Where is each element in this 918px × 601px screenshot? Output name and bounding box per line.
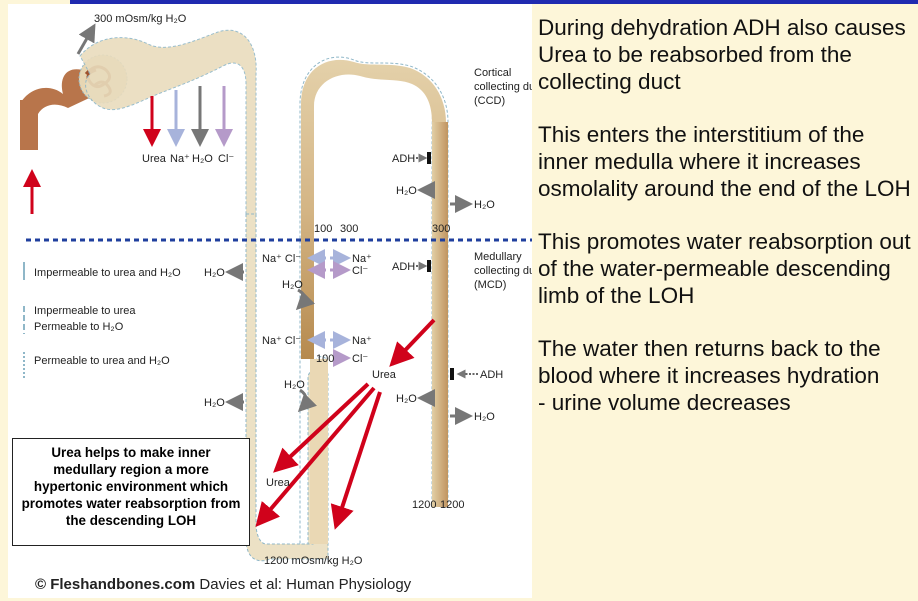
copyright-source: Davies et al: Human Physiology: [199, 576, 412, 593]
paragraph-water-reabsorption: This promotes water reabsorption out of …: [538, 229, 911, 308]
h2o-lower-left: H₂O: [204, 397, 225, 409]
permeability-legend: Impermeable to urea and H₂O Impermeable …: [23, 262, 181, 378]
h2o-upper-mid: H₂O: [282, 279, 303, 291]
urea-label-mcd: Urea: [372, 369, 397, 381]
cl-upper-right: Cl⁻: [352, 265, 368, 277]
paragraph-dehydration-adh: During dehydration ADH also causes Urea …: [538, 15, 906, 94]
pt-h2o-label: H₂O: [192, 153, 213, 165]
adh-label-lower: ADH: [480, 369, 503, 381]
mcd-h2o-left: H₂O: [396, 393, 417, 405]
cortical-label-1: Cortical: [474, 67, 511, 79]
caption-box: Urea helps to make inner medullary regio…: [12, 438, 250, 546]
cl-lower-right: Cl⁻: [352, 353, 368, 365]
explanation-panel: During dehydration ADH also causes Urea …: [538, 14, 913, 594]
adh-receptor-lower: [450, 368, 454, 380]
urea-recycling-arrows: [255, 318, 436, 530]
medullary-label-2: collecting duct: [474, 265, 532, 277]
pt-na-label: Na⁺: [170, 153, 190, 165]
paragraph-interstitium: This enters the interstitium of the inne…: [538, 122, 911, 201]
value-1200-right: 1200: [440, 499, 464, 511]
medullary-label-3: (MCD): [474, 279, 506, 291]
ccd-h2o-left: H₂O: [396, 185, 417, 197]
mcd-h2o-right: H₂O: [474, 411, 495, 423]
value-300-upper: 300: [340, 223, 358, 235]
urea-recycling-figure: 300 mOsm/kg H₂O Urea Na⁺ H₂O Cl⁻ Cortica…: [8, 4, 532, 598]
pt-cl-label: Cl⁻: [218, 153, 234, 165]
medullary-label-1: Medullary: [474, 251, 522, 263]
proximal-tubule: [79, 29, 257, 219]
bottom-osm-label: 1200 mOsm/kg H₂O: [264, 555, 363, 567]
urea-label-interstitium: Urea: [266, 477, 291, 489]
top-osm-label: 300 mOsm/kg H₂O: [94, 13, 187, 25]
legend-impermeable-urea: Impermeable to urea: [34, 305, 136, 317]
legend-permeable-h2o: Permeable to H₂O: [34, 321, 124, 333]
value-100-lower: 100: [316, 353, 334, 365]
adh-receptor-ccd: [427, 152, 431, 164]
cortical-label-2: collecting duct: [474, 81, 532, 93]
na-lower-right: Na⁺: [352, 335, 372, 347]
nephron-diagram: 300 mOsm/kg H₂O Urea Na⁺ H₂O Cl⁻ Cortica…: [20, 13, 532, 567]
legend-permeable-both: Permeable to urea and H₂O: [34, 355, 170, 367]
value-300-duct: 300: [432, 223, 450, 235]
proximal-reabsorption-arrows: [143, 86, 233, 147]
na-upper-right: Na⁺: [352, 253, 372, 265]
nacl-lower-label: Na⁺ Cl⁻: [262, 335, 301, 347]
adh-receptor-mcd: [427, 260, 431, 272]
value-100-upper: 100: [314, 223, 332, 235]
legend-impermeable-both: Impermeable to urea and H₂O: [34, 267, 181, 279]
paragraph-hydration: The water then returns back to the blood…: [538, 336, 881, 415]
value-1200-left: 1200: [412, 499, 436, 511]
pt-urea-label: Urea: [142, 153, 167, 165]
copyright-line: © Fleshandbones.com Davies et al: Human …: [35, 576, 411, 593]
h2o-lower-mid: H₂O: [284, 379, 305, 391]
nacl-upper-label: Na⁺ Cl⁻: [262, 253, 301, 265]
thick-limb-fill: [301, 59, 446, 360]
top-divider-line: [70, 0, 918, 4]
h2o-upper-left: H₂O: [204, 267, 225, 279]
adh-label-ccd: ADH: [392, 153, 415, 165]
copyright-brand: © Fleshandbones.com: [35, 576, 196, 593]
collecting-duct: [432, 122, 448, 507]
top-outflow-arrow: [76, 23, 96, 55]
ccd-h2o-right: H₂O: [474, 199, 495, 211]
adh-label-mcd: ADH: [392, 261, 415, 273]
cortical-label-3: (CCD): [474, 95, 505, 107]
